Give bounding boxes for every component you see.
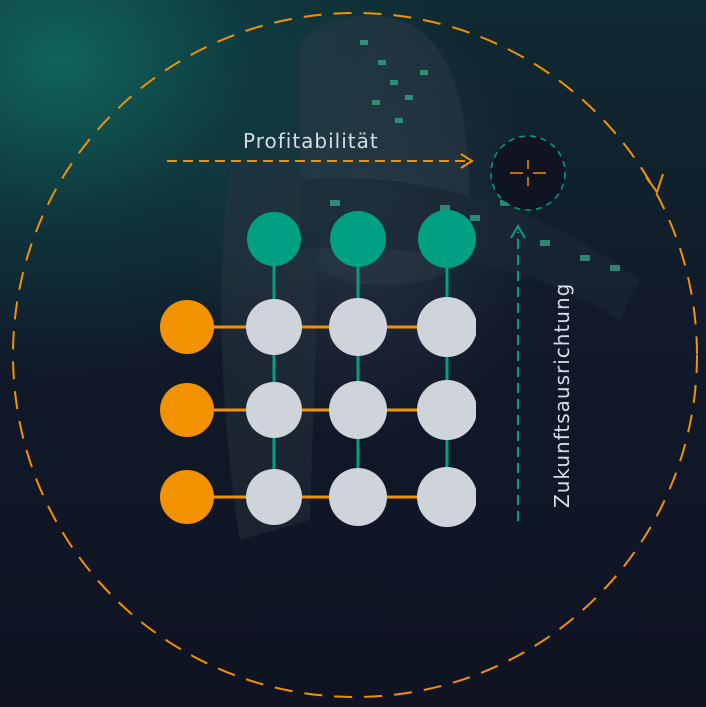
crosshair-target-icon [490,135,566,211]
grey-node [246,299,302,355]
orange-node [160,470,214,524]
grey-node [329,468,387,526]
outer-dashed-circle [12,12,698,698]
grey-node [246,469,302,525]
teal-connectors [272,240,449,498]
horizontal-arrow-head-icon [460,153,474,169]
background-figure [221,15,640,541]
grey-node [417,467,476,527]
teal-node [330,211,386,267]
teal-node [247,212,301,266]
horizontal-axis-label: Profitabilität [243,129,379,153]
teal-node [418,210,476,268]
grey-node [417,380,476,440]
background-pattern [330,40,620,271]
teal-nodes [247,210,476,268]
orange-node [160,383,214,437]
vertical-axis-label: Zukunftsausrichtung [550,283,574,508]
vertical-arrow-head-icon [510,224,526,239]
grey-node [417,297,476,357]
orange-nodes [160,300,214,524]
orange-node [160,300,214,354]
grey-node [329,381,387,439]
grey-nodes [246,297,476,527]
grey-node [329,298,387,356]
outer-circle-arrow-icon [645,173,664,195]
grey-node [246,382,302,438]
